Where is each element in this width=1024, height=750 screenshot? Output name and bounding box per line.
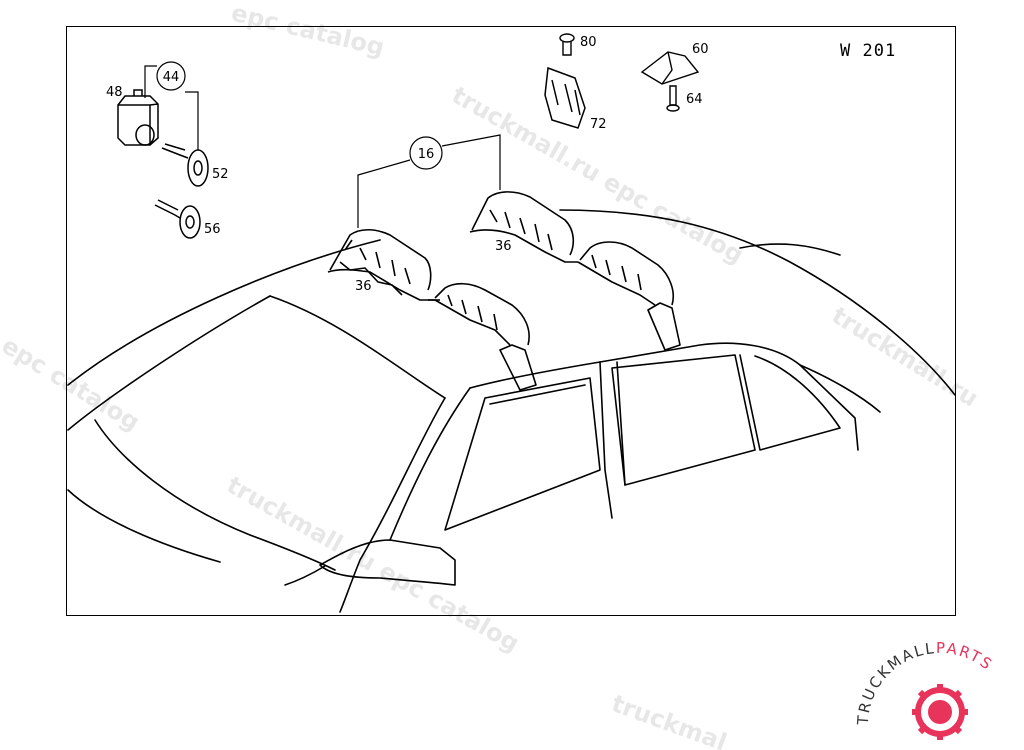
truckmall-logo: TRUCKMALLPARTS [854, 639, 997, 740]
label-64: 64 [686, 92, 703, 107]
watermark-text-2: truckmall.ru epc catalog [447, 81, 748, 269]
label-36-rear: 36 [495, 239, 512, 254]
svg-text:truckmall.ru epc catalog: truckmall.ru epc catalog [447, 81, 748, 269]
roof-rail-rear [469, 191, 681, 351]
label-60: 60 [692, 42, 709, 57]
label-72: 72 [590, 117, 607, 132]
svg-text:truckmall.ru: truckmall.ru [827, 301, 983, 412]
callout-16 [357, 134, 501, 228]
svg-text:epc catalog: epc catalog [229, 0, 387, 62]
bolt-part-64 [666, 85, 680, 112]
logo-text-a: TRUCKMALL [854, 639, 937, 726]
car-body [67, 209, 956, 613]
logo-text-b: PARTS [936, 639, 997, 674]
watermark-text-1: epc catalog [229, 0, 387, 62]
key-part-56 [154, 199, 201, 239]
watermark-text-6: truckmall.ru [0, 0, 730, 750]
label-16: 16 [418, 147, 435, 162]
label-52: 52 [212, 167, 229, 182]
svg-text:truckmall.ru epc catalog: truckmall.ru epc catalog [222, 471, 524, 658]
watermark-text-4: truckmall.ru epc catalog [222, 471, 524, 658]
callout-44 [144, 61, 199, 150]
label-80: 80 [580, 35, 597, 50]
watermark-text-5: truckmall.ru [827, 301, 983, 412]
roof-rail-front [327, 228, 537, 391]
label-36-front: 36 [355, 279, 372, 294]
lock-cylinder-part [117, 89, 159, 146]
label-56: 56 [204, 222, 221, 237]
clip-part-72 [544, 66, 586, 129]
screw-part-80 [559, 33, 575, 56]
model-label: W 201 [840, 41, 896, 61]
watermark: epc catalog truckmall.ru epc catalog epc… [0, 0, 983, 750]
gear-icon [912, 684, 968, 740]
svg-text:truckmall.ru: truckmall.ru [0, 0, 730, 750]
cover-part-60 [640, 51, 700, 85]
diagram-frame [66, 26, 956, 616]
label-48: 48 [106, 85, 123, 100]
key-part-52 [161, 143, 209, 187]
label-44: 44 [163, 70, 180, 85]
svg-text:TRUCKMALLPARTS: TRUCKMALLPARTS [854, 639, 997, 726]
